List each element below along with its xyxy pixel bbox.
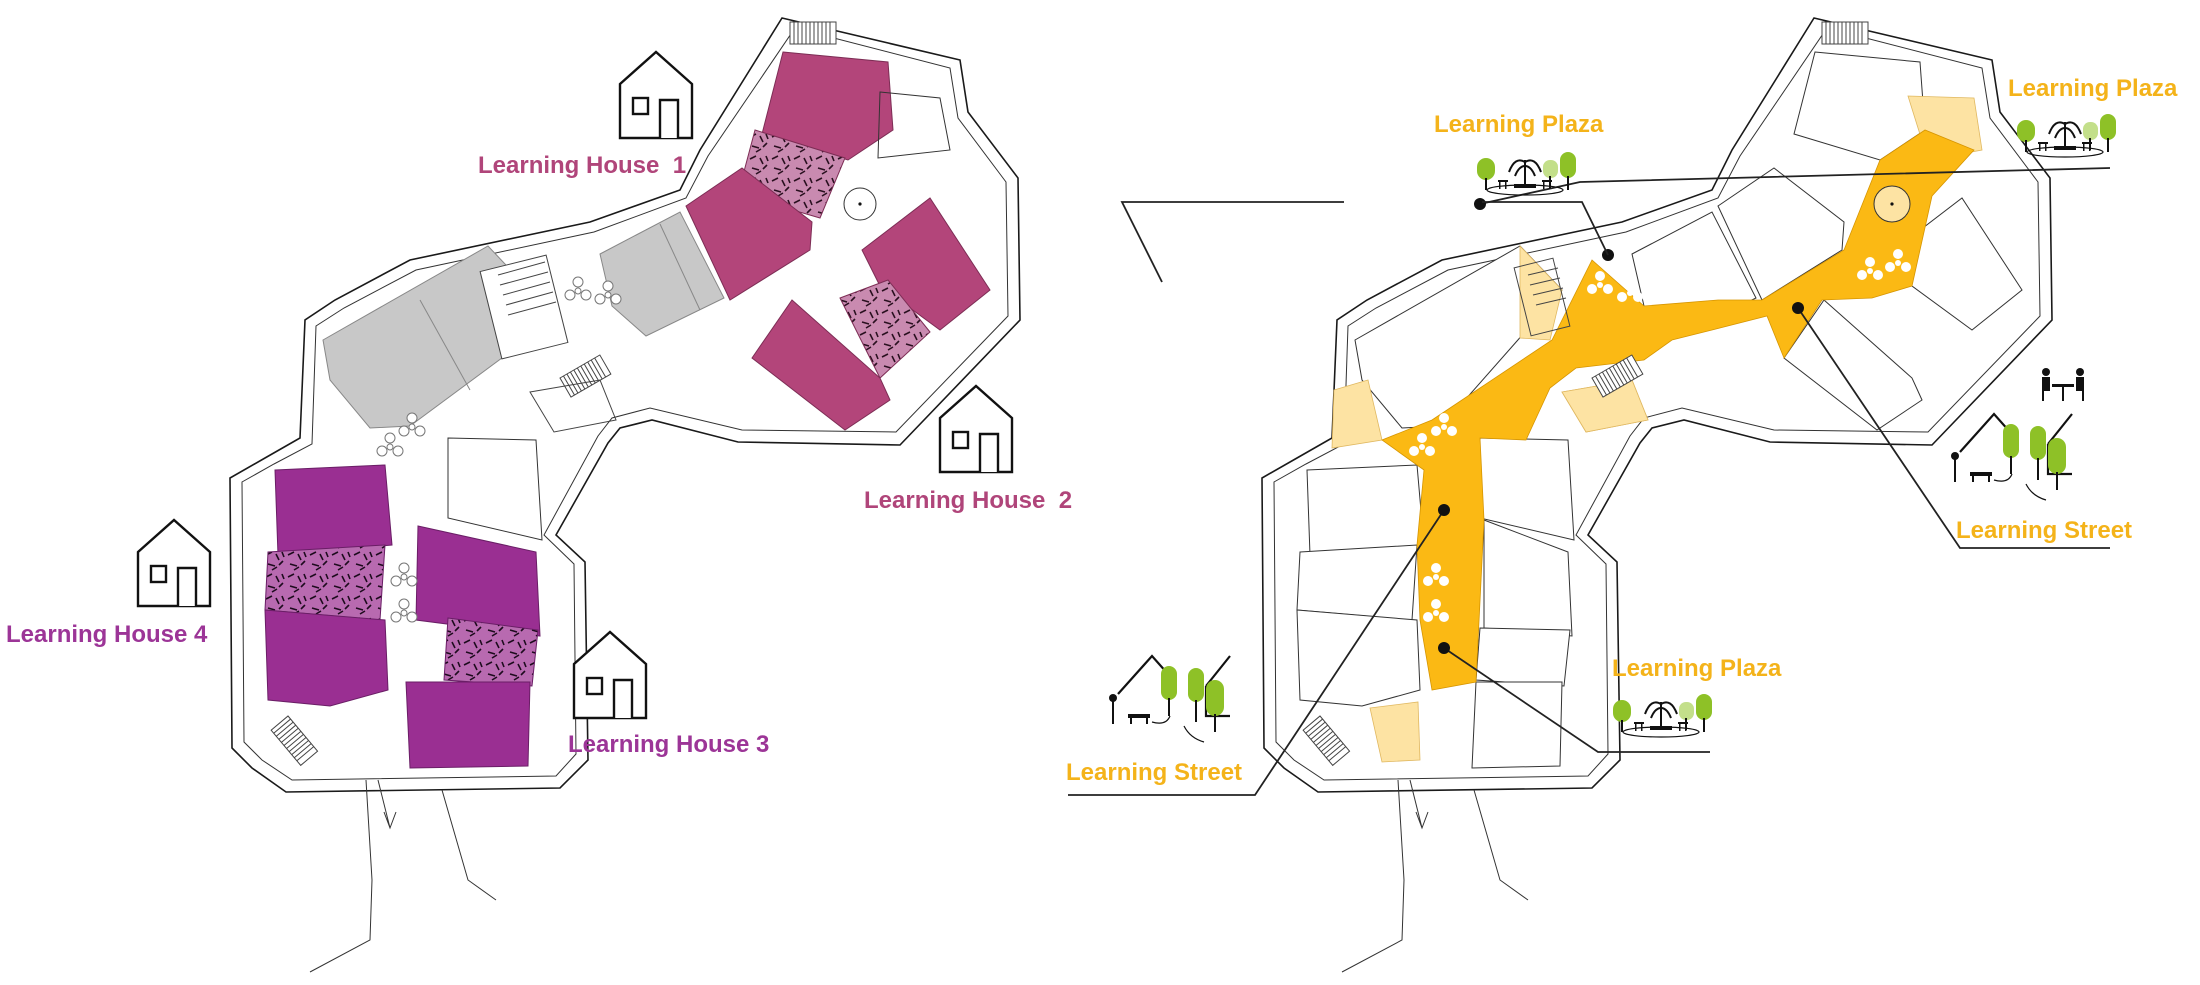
stairs-icon <box>789 21 837 45</box>
house-outline-icon <box>136 518 212 608</box>
leader-lines <box>1068 167 2111 796</box>
learning-house-2-label: Learning House 2 <box>864 487 1072 514</box>
learning-house-3-label: Learning House 3 <box>568 731 769 758</box>
house-outline-icon <box>618 50 694 140</box>
left-floor-plan <box>136 17 1021 973</box>
learning-street-area <box>1381 129 1975 691</box>
house-outline-icon <box>938 384 1014 474</box>
learning-street-label-left: Learning Street <box>1066 759 1242 786</box>
learning-plaza-label-bottom: Learning Plaza <box>1612 655 1782 682</box>
learning-house-1-label: Learning House 1 <box>478 152 686 179</box>
learning-street-label-right: Learning Street <box>1956 517 2132 544</box>
learning-plaza-label-top-left: Learning Plaza <box>1434 111 1604 138</box>
street-with-trees-icon <box>1107 654 1232 744</box>
fountain-plaza-icon <box>1612 693 1713 738</box>
people-at-table-icon <box>2042 368 2084 401</box>
fountain-plaza-icon <box>1476 151 1577 196</box>
learning-house-4-label: Learning House 4 <box>6 621 208 648</box>
fountain-plaza-icon <box>2016 113 2117 158</box>
right-floor-plan <box>1261 17 2053 973</box>
street-with-trees-icon <box>1949 412 2074 502</box>
learning-plaza-label-top-right: Learning Plaza <box>2008 75 2178 102</box>
